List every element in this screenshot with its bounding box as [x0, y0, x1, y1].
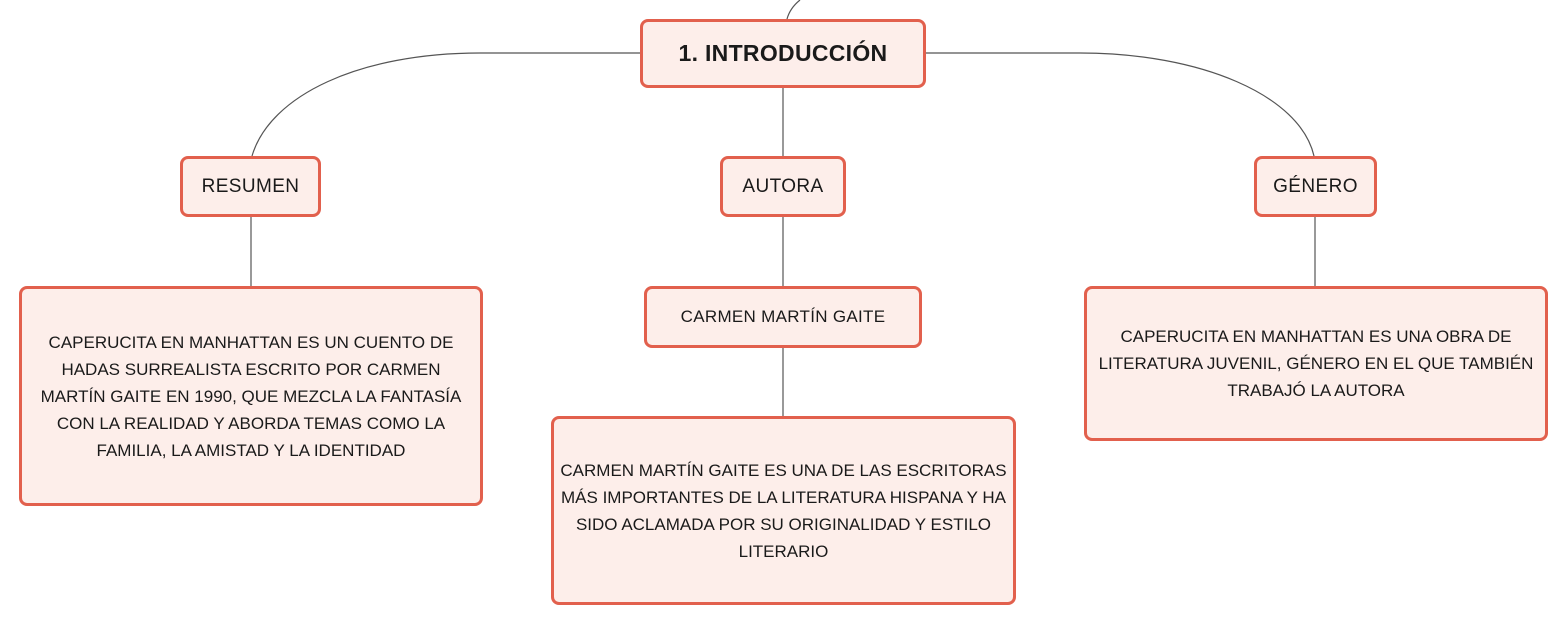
detail-node-genero-text: CAPERUCITA EN MANHATTAN ES UNA OBRA DE L… — [1098, 327, 1534, 400]
detail-node-autora[interactable]: CARMEN MARTÍN GAITE ES UNA DE LAS ESCRIT… — [551, 416, 1016, 605]
root-node-label: 1. INTRODUCCIÓN — [678, 40, 888, 66]
topic-node-resumen[interactable]: RESUMEN — [180, 156, 321, 217]
connector-incoming — [786, 0, 801, 20]
subtopic-node-autora-name-label: CARMEN MARTÍN GAITE — [680, 307, 886, 326]
topic-node-autora[interactable]: AUTORA — [720, 156, 846, 217]
connector-root-resumen — [251, 52, 640, 157]
detail-node-resumen[interactable]: CAPERUCITA EN MANHATTAN ES UN CUENTO DE … — [19, 286, 483, 506]
topic-node-autora-label: AUTORA — [742, 175, 824, 197]
detail-node-genero[interactable]: CAPERUCITA EN MANHATTAN ES UNA OBRA DE L… — [1084, 286, 1548, 441]
detail-node-resumen-text: CAPERUCITA EN MANHATTAN ES UN CUENTO DE … — [40, 332, 462, 460]
topic-node-genero[interactable]: GÉNERO — [1254, 156, 1377, 217]
connector-root-genero — [926, 52, 1315, 157]
root-node-introduccion[interactable]: 1. INTRODUCCIÓN — [640, 19, 926, 88]
subtopic-node-autora-name[interactable]: CARMEN MARTÍN GAITE — [644, 286, 922, 348]
detail-node-autora-text: CARMEN MARTÍN GAITE ES UNA DE LAS ESCRIT… — [560, 460, 1007, 561]
topic-node-resumen-label: RESUMEN — [201, 175, 300, 197]
topic-node-genero-label: GÉNERO — [1273, 175, 1358, 197]
